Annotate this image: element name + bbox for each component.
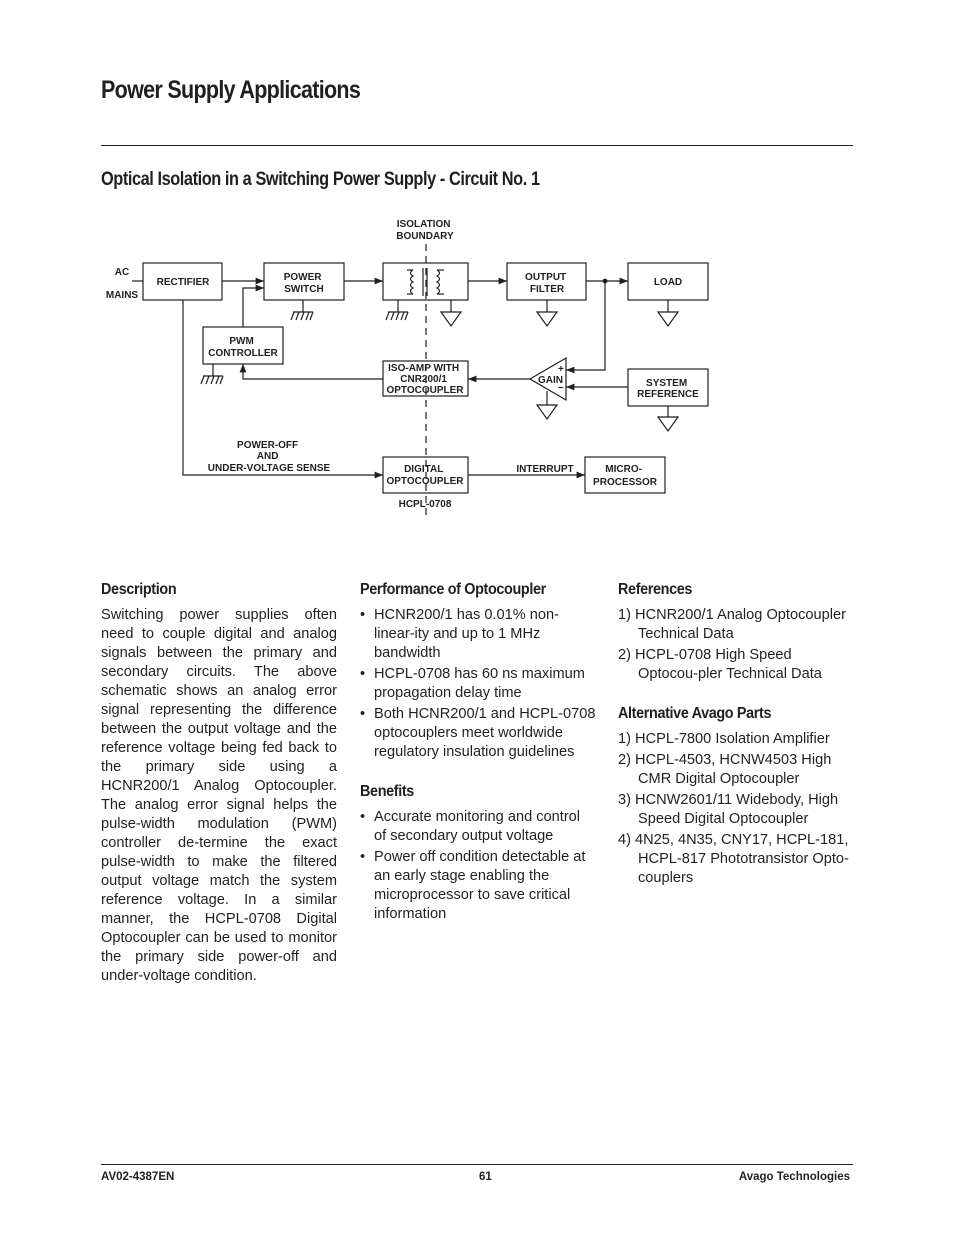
description-heading: Description xyxy=(101,581,177,598)
wire-output-feedback xyxy=(566,281,606,374)
ground-gain xyxy=(535,391,559,421)
list-item: 4) 4N25, 4N35, CNY17, HCPL-181, HCPL-817… xyxy=(618,832,849,886)
ground-pwm-controller xyxy=(200,364,224,385)
wire-isoamp-to-pwm xyxy=(239,364,383,380)
isolation-boundary-label: ISOLATION BOUNDARY xyxy=(396,219,454,242)
load-label: LOAD xyxy=(654,277,682,288)
benefits-heading: Benefits xyxy=(360,783,414,800)
system-reference-label: SYSTEM REFERENCE xyxy=(637,378,699,400)
alternative-parts-list: 1) HCPL-7800 Isolation Amplifier 2) HCPL… xyxy=(618,730,854,888)
list-item: 2) HCPL-4503, HCNW4503 High CMR Digital … xyxy=(618,752,832,787)
wire-pwm-to-switch xyxy=(242,284,264,327)
footer-divider xyxy=(101,1164,853,1165)
section-title: Optical Isolation in a Switching Power S… xyxy=(101,169,540,190)
header-divider xyxy=(101,145,853,146)
interrupt-label: INTERRUPT xyxy=(516,464,573,475)
description-column: Description Switching power supplies oft… xyxy=(101,580,337,986)
list-item: •Accurate monitoring and control of seco… xyxy=(360,809,581,844)
rectifier-label: RECTIFIER xyxy=(157,277,211,288)
wire-sense-to-digital-opto xyxy=(182,300,383,479)
list-item: 1) HCPL-7800 Isolation Amplifier xyxy=(618,731,830,747)
gain-plus-label: + xyxy=(558,364,564,375)
list-item: •Power off condition detectable at an ea… xyxy=(360,849,586,922)
output-filter-label: OUTPUT FILTER xyxy=(525,272,569,295)
pwm-controller-label: PWM CONTROLLER xyxy=(208,336,278,359)
footer-page-number: 61 xyxy=(479,1171,492,1183)
gain-amplifier xyxy=(528,356,567,402)
list-item: 2) HCPL-0708 High Speed Optocou-pler Tec… xyxy=(618,647,822,682)
ground-load xyxy=(656,300,680,328)
gain-minus-label: – xyxy=(558,382,564,393)
list-item: 1) HCNR200/1 Analog Optocoupler Technica… xyxy=(618,607,846,642)
description-body: Switching power supplies often need to c… xyxy=(101,607,337,984)
ground-power-switch xyxy=(290,300,314,321)
power-off-sense-label: POWER-OFF AND UNDER-VOLTAGE SENSE xyxy=(208,440,331,474)
performance-column: Performance of Optocoupler •HCNR200/1 ha… xyxy=(360,580,596,926)
ac-label: AC xyxy=(115,267,129,278)
ground-system-reference xyxy=(656,406,680,433)
page-title: Power Supply Applications xyxy=(101,76,361,104)
ground-output-filter xyxy=(535,300,559,328)
list-item: •Both HCNR200/1 and HCPL-0708 optocouple… xyxy=(360,706,596,760)
footer-company: Avago Technologies xyxy=(738,1171,850,1183)
gain-label: GAIN xyxy=(538,375,563,386)
alternative-parts-heading: Alternative Avago Parts xyxy=(618,705,772,722)
list-item: 3) HCNW2601/11 Widebody, High Speed Digi… xyxy=(618,792,839,827)
microprocessor-label: MICRO- PROCESSOR xyxy=(593,464,658,488)
circuit-diagram: ISOLATION BOUNDARY AC MAINS RECTIFIER PO… xyxy=(106,219,709,516)
benefits-list: •Accurate monitoring and control of seco… xyxy=(360,808,596,924)
footer-doc-number: AV02-4387EN xyxy=(101,1171,175,1183)
ground-transformer-secondary xyxy=(439,300,463,328)
transformer-secondary-winding xyxy=(435,269,441,295)
transformer-primary-winding xyxy=(409,269,415,295)
performance-list: •HCNR200/1 has 0.01% non-linear-ity and … xyxy=(360,606,596,762)
ground-transformer-primary xyxy=(385,300,409,321)
references-column: References 1) HCNR200/1 Analog Optocoupl… xyxy=(618,580,854,890)
references-list: 1) HCNR200/1 Analog Optocoupler Technica… xyxy=(618,606,854,684)
list-item: •HCPL-0708 has 60 ns maximum propagation… xyxy=(360,666,585,701)
iso-amp-label: ISO-AMP WITH CNR200/1 OPTOCOUPLER xyxy=(386,363,464,396)
list-item: •HCNR200/1 has 0.01% non-linear-ity and … xyxy=(360,607,559,661)
performance-heading: Performance of Optocoupler xyxy=(360,581,546,598)
hcpl-0708-label: HCPL-0708 xyxy=(399,499,452,510)
digital-optocoupler-label: DIGITAL OPTOCOUPLER xyxy=(386,464,464,487)
mains-label: MAINS xyxy=(106,290,139,301)
references-heading: References xyxy=(618,581,693,598)
power-switch-label: POWER SWITCH xyxy=(284,272,325,295)
